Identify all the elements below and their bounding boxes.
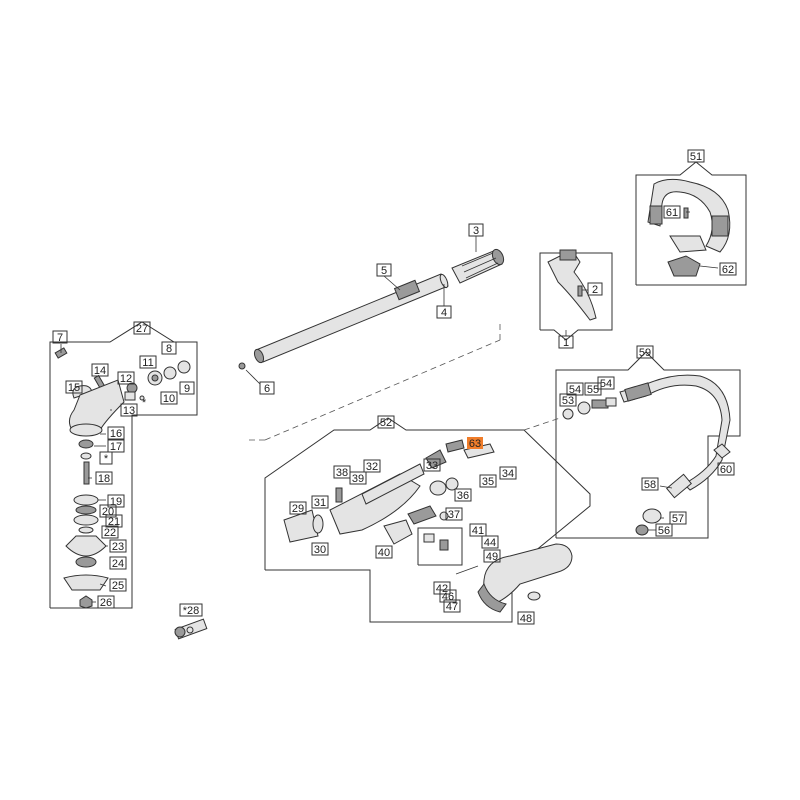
flex-cable bbox=[562, 374, 731, 536]
callout-60: 60 bbox=[720, 464, 732, 476]
callout-34: 34 bbox=[502, 468, 514, 480]
callout-13: 13 bbox=[123, 405, 135, 417]
callout-40: 40 bbox=[378, 547, 390, 559]
callout-56: 56 bbox=[658, 525, 670, 537]
callout-1: 1 bbox=[563, 337, 569, 349]
callout-9: 9 bbox=[184, 383, 190, 395]
callout-22: 22 bbox=[104, 527, 116, 539]
callout-36: 36 bbox=[457, 490, 469, 502]
group-frame-52 bbox=[264, 417, 591, 623]
callout-3: 3 bbox=[473, 225, 479, 237]
gearhead-assembly bbox=[54, 344, 191, 609]
callout-4: 4 bbox=[441, 307, 447, 319]
callout-labels: 1 2 3 4 5 6 7 8 9 10 11 12 13 * 14 15 16… bbox=[52, 149, 737, 625]
group-frame-1 bbox=[539, 252, 613, 341]
callout-15: 15 bbox=[68, 382, 80, 394]
callout-6: 6 bbox=[264, 383, 270, 395]
callout-26: 26 bbox=[100, 597, 112, 609]
callout-42: 42 bbox=[436, 583, 448, 595]
callout-63: 63 bbox=[469, 438, 481, 450]
callout-25: 25 bbox=[112, 580, 124, 592]
callout-57: 57 bbox=[672, 513, 684, 525]
leader-lines bbox=[88, 211, 719, 603]
callout-17: 17 bbox=[110, 441, 122, 453]
callout-58: 58 bbox=[644, 479, 656, 491]
callout-29: 29 bbox=[292, 503, 304, 515]
group-frame-27 bbox=[49, 321, 198, 609]
callout-21: 21 bbox=[108, 516, 120, 528]
loop-handle bbox=[647, 178, 731, 277]
drive-shaft bbox=[253, 273, 449, 364]
callout-30: 30 bbox=[314, 544, 326, 556]
callout-12: 12 bbox=[120, 373, 132, 385]
callout-14: 14 bbox=[94, 365, 106, 377]
callout-49: 49 bbox=[486, 551, 498, 563]
callout-53: 53 bbox=[562, 395, 574, 407]
callout-17-asterisk: * bbox=[104, 453, 109, 465]
callout-13-asterisk: * bbox=[142, 397, 147, 409]
callout-28: *28 bbox=[183, 605, 200, 617]
group-frame-51 bbox=[635, 161, 747, 286]
callout-16: 16 bbox=[110, 428, 122, 440]
group-frame-41 bbox=[417, 527, 463, 566]
callout-54a: 54 bbox=[569, 384, 581, 396]
callout-54b: 54 bbox=[600, 378, 612, 390]
callout-24: 24 bbox=[112, 558, 124, 570]
callout-23: 23 bbox=[112, 541, 124, 553]
callout-38: 38 bbox=[336, 467, 348, 479]
callout-52: 52 bbox=[380, 417, 392, 429]
callout-37: 37 bbox=[448, 509, 460, 521]
callout-48: 48 bbox=[520, 613, 532, 625]
callout-8: 8 bbox=[166, 343, 172, 355]
callout-47: 47 bbox=[446, 601, 458, 613]
callout-39: 39 bbox=[352, 473, 364, 485]
callout-55: 55 bbox=[587, 384, 599, 396]
callout-61: 61 bbox=[666, 207, 678, 219]
callout-18: 18 bbox=[98, 473, 110, 485]
grip-housing bbox=[283, 439, 495, 551]
callout-5: 5 bbox=[381, 265, 387, 277]
part-28 bbox=[174, 618, 208, 640]
callout-41: 41 bbox=[472, 525, 484, 537]
callout-10: 10 bbox=[163, 393, 175, 405]
callout-7: 7 bbox=[57, 332, 63, 344]
callout-59: 59 bbox=[639, 347, 651, 359]
callout-2: 2 bbox=[592, 284, 598, 296]
callout-31: 31 bbox=[314, 497, 326, 509]
callout-62: 62 bbox=[722, 264, 734, 276]
callout-63-highlight bbox=[467, 437, 483, 449]
shaft-grip-3 bbox=[451, 248, 505, 284]
callout-27: 27 bbox=[136, 323, 148, 335]
callout-11: 11 bbox=[142, 357, 153, 369]
callout-51: 51 bbox=[690, 151, 702, 163]
throttle-lever bbox=[547, 249, 597, 321]
snap-ring-6 bbox=[238, 362, 246, 370]
callout-33: 33 bbox=[426, 460, 438, 472]
group-frame-59 bbox=[555, 351, 741, 539]
callout-44: 44 bbox=[484, 537, 496, 549]
callout-35: 35 bbox=[482, 476, 494, 488]
rear-grip bbox=[455, 543, 573, 613]
callout-32: 32 bbox=[366, 461, 378, 473]
